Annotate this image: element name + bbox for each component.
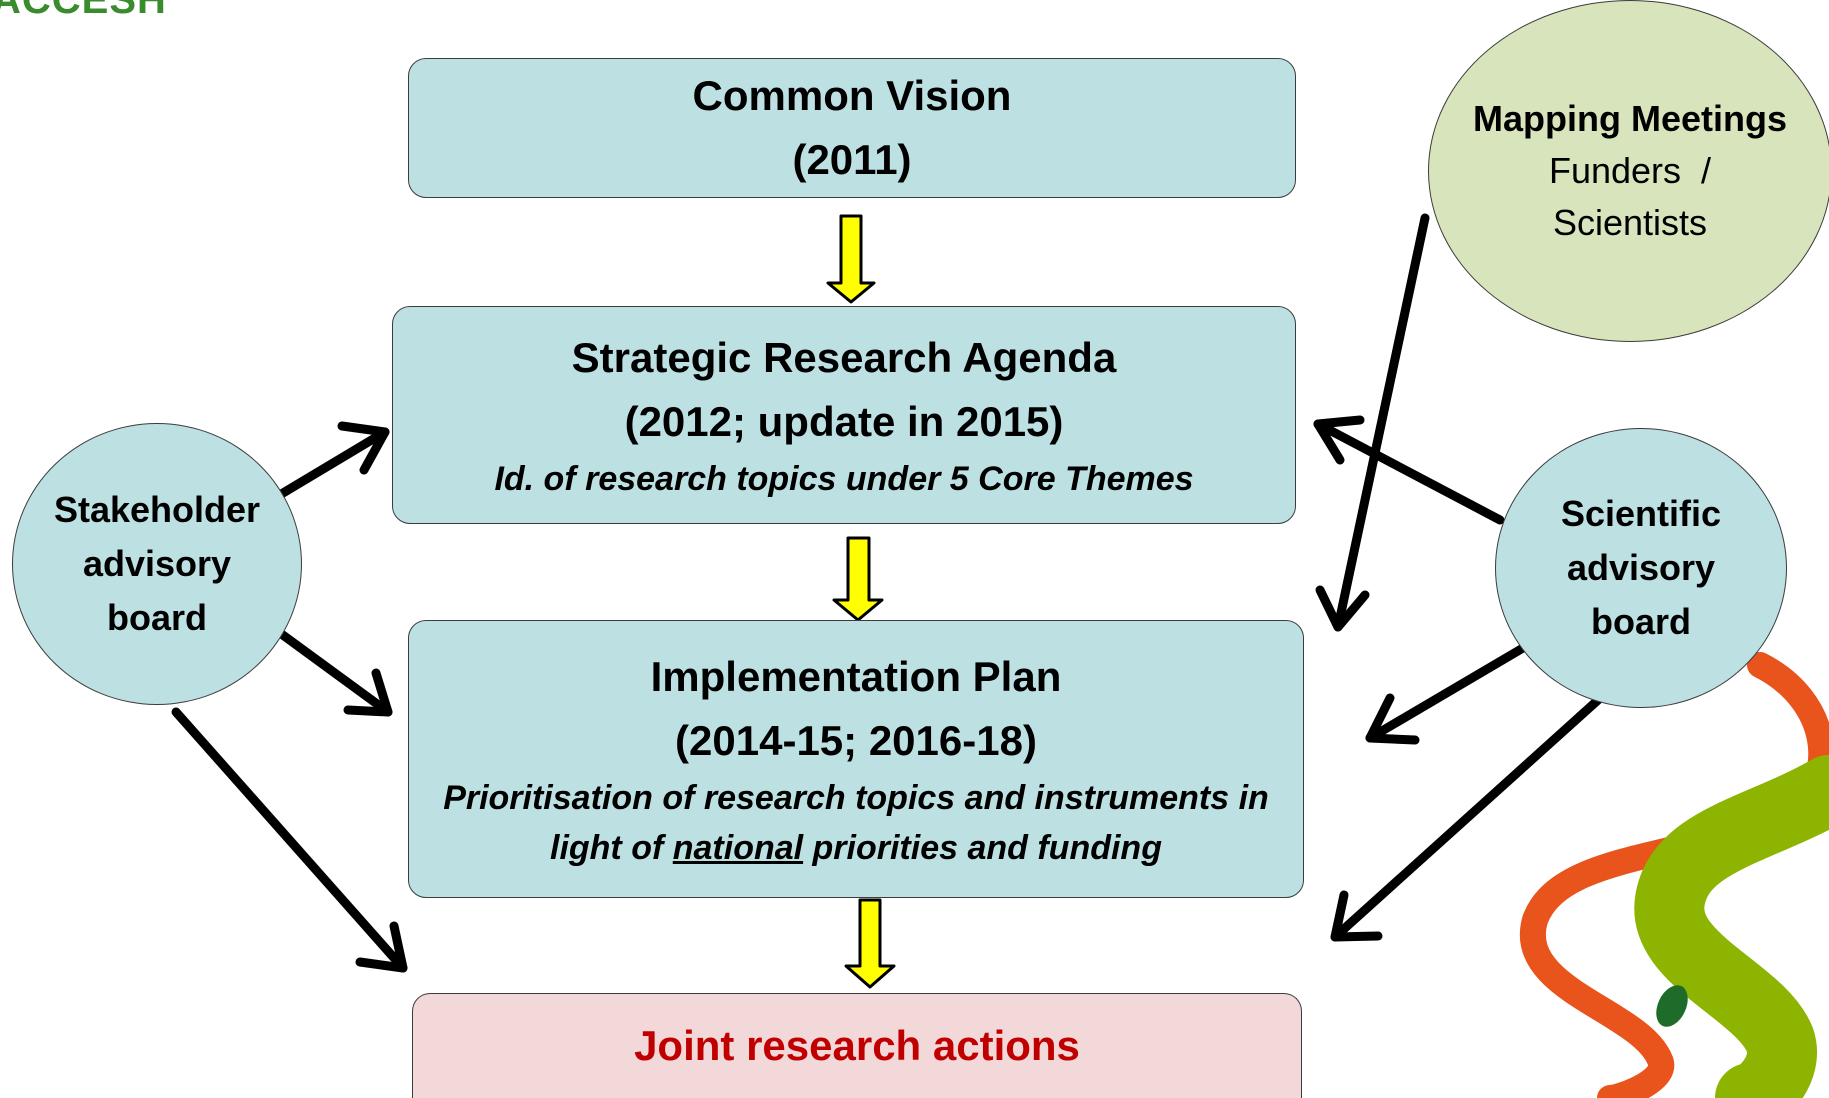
plan-note-line2-pre: light of (550, 829, 673, 867)
plan-note-national: national (672, 829, 804, 867)
arrow-stakeholder-to-plan (271, 625, 393, 717)
plan-title: Implementation Plan (650, 653, 1062, 700)
stakeholder-line1: Stakeholder (53, 489, 261, 530)
sra-title: Strategic Research Agenda (571, 334, 1117, 381)
scientific-line3: board (1590, 601, 1691, 642)
flow-arrow-vision-to-sra (826, 214, 876, 304)
decorative-swirl (1519, 652, 1829, 1098)
common-vision-title: Common Vision (692, 72, 1012, 119)
implementation-plan-box: Implementation Plan (2014-15; 2016-18) P… (408, 620, 1304, 898)
sra-year: (2012; update in 2015) (624, 398, 1064, 445)
plan-note-line2-post: priorities and funding (803, 829, 1162, 867)
scientific-advisory-board-circle: Scientific advisory board (1495, 428, 1787, 708)
flow-arrow-plan-to-joint (844, 898, 896, 989)
stakeholder-line3: board (106, 597, 207, 638)
arrow-scientific-to-joint (1330, 695, 1603, 942)
plan-note-line2: light of national priorities and funding (550, 823, 1162, 873)
joint-title: Joint research actions (634, 1022, 1080, 1069)
mapping-meetings-circle: Mapping Meetings Funders / Scientists (1428, 0, 1829, 342)
mapping-line2: Funders / (1548, 150, 1712, 191)
plan-year: (2014-15; 2016-18) (675, 717, 1037, 764)
arrow-scientific-to-sra (1313, 415, 1505, 525)
mapping-line3: Scientists (1552, 202, 1708, 243)
stakeholder-advisory-board-circle: Stakeholder advisory board (12, 423, 302, 705)
arrow-stakeholder-to-joint (171, 707, 408, 973)
flow-arrow-sra-to-plan (832, 536, 884, 622)
strategic-research-agenda-box: Strategic Research Agenda (2012; update … (392, 306, 1296, 524)
joint-research-actions-box: Joint research actions (412, 993, 1302, 1098)
arrow-mapping-to-plan (1315, 213, 1430, 632)
stakeholder-line2: advisory (82, 543, 232, 584)
common-vision-box: Common Vision (2011) (408, 58, 1296, 198)
logo: ACCESH (0, 0, 167, 22)
arrow-stakeholder-to-sra (273, 421, 390, 501)
plan-note-line1: Prioritisation of research topics and in… (443, 779, 1269, 817)
scientific-line1: Scientific (1560, 493, 1722, 534)
scientific-line2: advisory (1566, 547, 1716, 588)
sra-note: Id. of research topics under 5 Core Them… (494, 460, 1194, 498)
arrow-scientific-to-plan (1365, 643, 1528, 745)
common-vision-year: (2011) (792, 136, 912, 183)
mapping-title: Mapping Meetings (1473, 98, 1787, 139)
